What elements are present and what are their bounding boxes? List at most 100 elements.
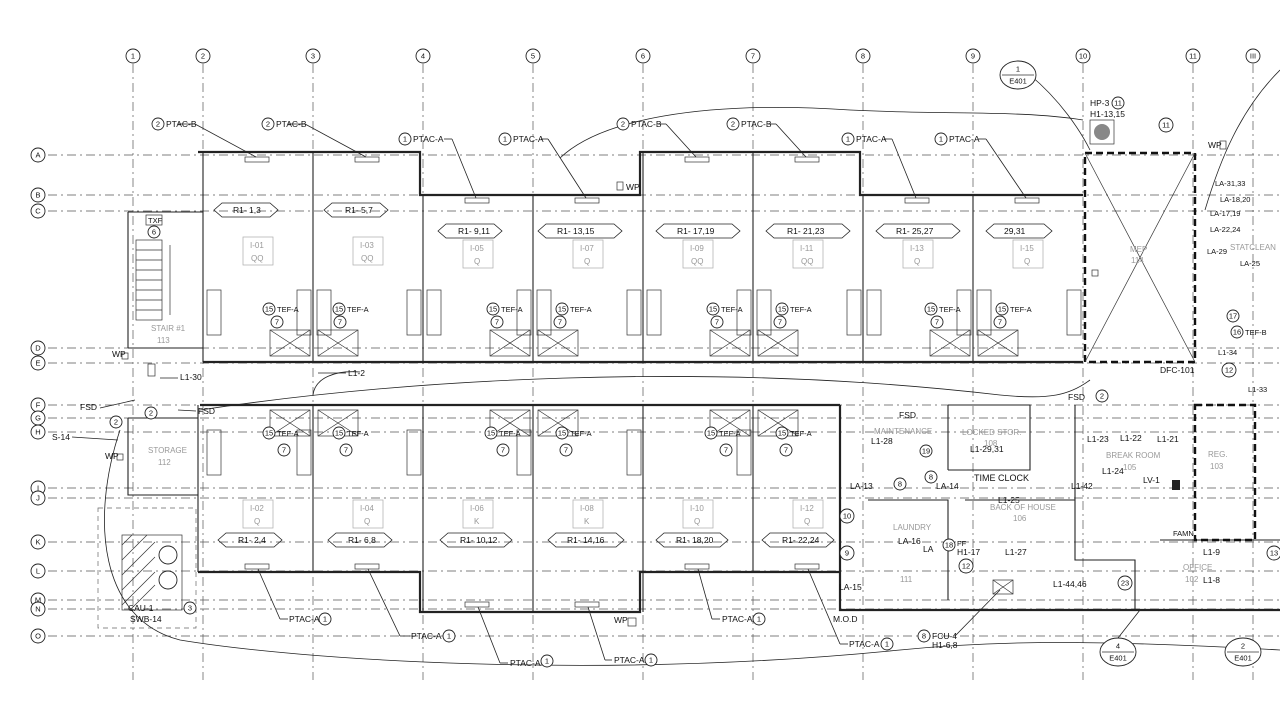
svg-text:9: 9 <box>971 52 975 61</box>
svg-text:7: 7 <box>558 318 562 327</box>
svg-text:5: 5 <box>531 52 535 61</box>
svg-text:1: 1 <box>649 656 653 665</box>
svg-text:L1-8: L1-8 <box>1203 575 1220 585</box>
mep-name: MEP <box>1130 245 1147 254</box>
room-i09: 2 PTAC-B R1- 17,19 I-09 QQ <box>616 117 741 269</box>
svg-text:L1-34: L1-34 <box>1218 348 1237 357</box>
svg-text:L1-44,46: L1-44,46 <box>1053 579 1087 589</box>
svg-text:TEF-A: TEF-A <box>790 429 812 438</box>
storage-number: 112 <box>158 458 171 467</box>
svg-text:10: 10 <box>843 512 851 521</box>
circuit-tag: R1- 6,8 <box>348 535 376 545</box>
grid-bubble-row-k: K <box>30 534 46 550</box>
svg-text:PTAC-A: PTAC-A <box>849 639 880 649</box>
svg-text:G: G <box>35 414 41 423</box>
room-type: Q <box>914 257 920 266</box>
svg-text:H: H <box>35 428 40 437</box>
svg-text:7: 7 <box>495 318 499 327</box>
grid-bubble-col-7: 7 <box>745 48 761 64</box>
svg-text:M.O.D: M.O.D <box>833 614 858 624</box>
circuit-tag: 29,31 <box>1004 226 1026 236</box>
circuit-tag: R1- 14,16 <box>567 535 605 545</box>
svg-text:8: 8 <box>898 480 902 489</box>
circuit-tag: R1- 18,20 <box>676 535 714 545</box>
svg-text:S-14: S-14 <box>52 432 70 442</box>
svg-text:7: 7 <box>998 318 1002 327</box>
reg-room-boundary <box>1193 403 1257 542</box>
svg-text:1: 1 <box>545 657 549 666</box>
room-number: I-01 <box>250 241 264 250</box>
grid-bubble-row-f: F <box>30 397 46 413</box>
ptac-label: PTAC-A <box>856 134 887 144</box>
svg-text:9: 9 <box>845 549 849 558</box>
svg-text:8: 8 <box>861 52 865 61</box>
svg-text:15: 15 <box>998 305 1006 314</box>
circuit-tag: R1- 22,24 <box>782 535 820 545</box>
svg-text:6: 6 <box>641 52 645 61</box>
svg-text:3: 3 <box>188 604 192 613</box>
room-number: I-03 <box>360 241 374 250</box>
svg-text:L1-27: L1-27 <box>1005 547 1027 557</box>
svg-text:TEF-A: TEF-A <box>719 429 741 438</box>
building-walls <box>127 150 1280 614</box>
svg-text:8: 8 <box>922 632 926 641</box>
svg-text:4: 4 <box>421 52 425 61</box>
svg-text:L: L <box>36 567 40 576</box>
svg-text:H1-13,15: H1-13,15 <box>1090 109 1125 119</box>
svg-text:PTAC-A: PTAC-A <box>411 631 442 641</box>
column-bubbles: 1 2 3 4 5 6 7 8 9 10 11 III <box>125 48 1261 64</box>
room-number: I-07 <box>580 244 594 253</box>
grid-bubble-col-9: 9 <box>965 48 981 64</box>
circuit-tag: R1- 17,19 <box>677 226 715 236</box>
grid-bubble-col-6: 6 <box>635 48 651 64</box>
svg-text:TEF-A: TEF-A <box>570 429 592 438</box>
room-i10: I-10 Q R1- 18,20 <box>655 499 729 548</box>
room-number: I-05 <box>470 244 484 253</box>
circuit-tag: R1- 2,4 <box>238 535 266 545</box>
svg-text:1: 1 <box>131 52 135 61</box>
stair-number: 113 <box>157 336 170 345</box>
svg-text:16: 16 <box>1233 328 1241 337</box>
svg-text:15: 15 <box>778 305 786 314</box>
svg-text:1: 1 <box>447 632 451 641</box>
svg-text:TEF-A: TEF-A <box>570 305 592 314</box>
ptac-label: PTAC-B <box>276 119 307 129</box>
svg-text:1: 1 <box>503 135 507 144</box>
svg-text:WP: WP <box>614 615 628 625</box>
circuit-tag: R1- 1,3 <box>233 205 261 215</box>
svg-text:7: 7 <box>501 446 505 455</box>
east-service-area: 1 E401 HP-3 11 H1-13,15 11 WP MEP 114 DF… <box>833 60 1280 667</box>
svg-text:13: 13 <box>1270 549 1278 558</box>
circuit-tag: R1- 5,7 <box>345 205 373 215</box>
room-i06: I-06 K R1- 10,12 <box>439 499 513 548</box>
svg-text:TEF-A: TEF-A <box>277 429 299 438</box>
room-number: I-06 <box>470 504 484 513</box>
svg-text:11: 11 <box>1114 99 1122 108</box>
storage-name: STORAGE <box>148 446 187 455</box>
room-i08: I-08 K R1- 14,16 <box>547 499 625 548</box>
svg-text:L1-30: L1-30 <box>180 372 202 382</box>
maintenance-name: MAINTENANCE <box>874 427 932 436</box>
svg-text:L1-24: L1-24 <box>1102 466 1124 476</box>
grid-bubble-col-3: 3 <box>305 48 321 64</box>
reg-name: REG. <box>1208 450 1228 459</box>
svg-text:LA: LA <box>923 544 934 554</box>
break-room-name: BREAK ROOM <box>1106 451 1161 460</box>
svg-text:PTAC-A: PTAC-A <box>289 614 320 624</box>
svg-text:SWB-14: SWB-14 <box>130 614 162 624</box>
svg-text:L1-9: L1-9 <box>1203 547 1220 557</box>
svg-text:HP-3: HP-3 <box>1090 98 1110 108</box>
room-number: I-02 <box>250 504 264 513</box>
svg-text:WP: WP <box>112 349 126 359</box>
reg-number: 103 <box>1210 462 1224 471</box>
stair-name: STAIR #1 <box>151 324 186 333</box>
svg-text:1: 1 <box>939 135 943 144</box>
grid-bubble-col-10: 10 <box>1075 48 1091 64</box>
